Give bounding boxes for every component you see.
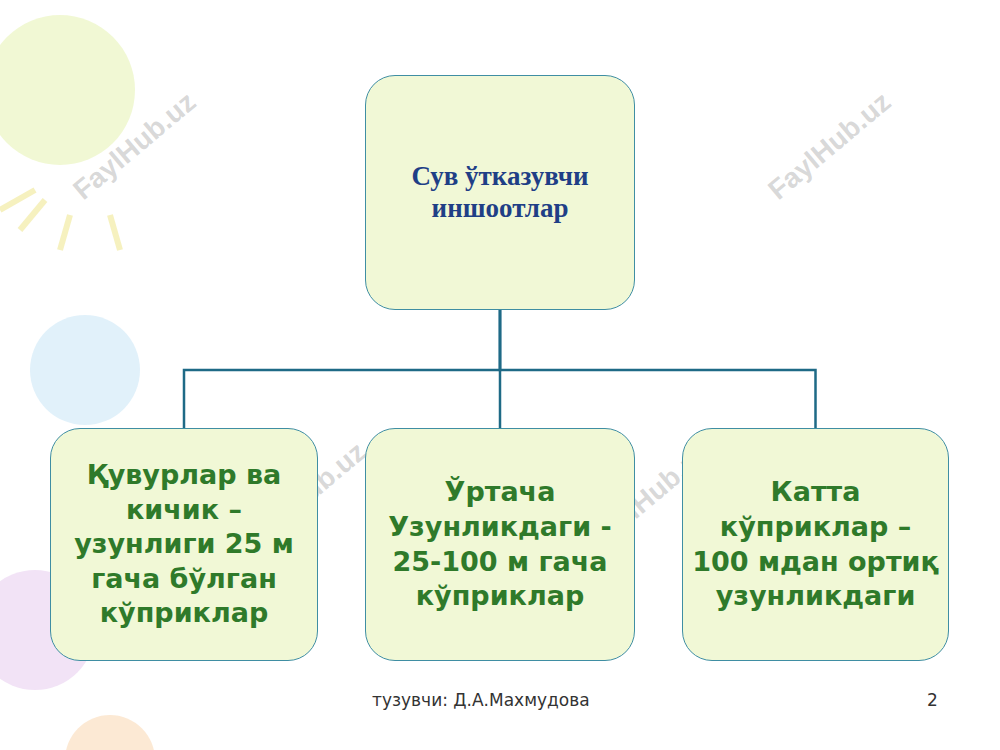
category-box: Ўртача Узунликдаги - 25-100 м гача кўпри…	[365, 428, 635, 661]
tree-connector	[500, 310, 816, 428]
box-text: Катта кўприклар – 100 мдан ортиқ узунлик…	[683, 475, 948, 613]
category-box: Катта кўприклар – 100 мдан ортиқ узунлик…	[682, 428, 949, 661]
box-text: Қувурлар ва кичик – узунлиги 25 м гача б…	[51, 458, 317, 631]
balloon	[0, 15, 135, 165]
balloon	[65, 715, 155, 750]
category-box: Қувурлар ва кичик – узунлиги 25 м гача б…	[50, 428, 318, 661]
tree-connector	[184, 310, 500, 428]
author-note: тузувчи: Д.А.Махмудова	[372, 690, 590, 710]
box-text: Сув ўтказувчи иншоотлар	[366, 161, 634, 223]
sun-rays	[0, 190, 120, 250]
root-box: Сув ўтказувчи иншоотлар	[365, 75, 635, 310]
balloon	[30, 315, 140, 425]
box-text: Ўртача Узунликдаги - 25-100 м гача кўпри…	[366, 475, 634, 613]
watermark: FaylHub.uz	[762, 86, 897, 207]
watermark: FaylHub.uz	[67, 86, 202, 207]
page-number: 2	[927, 690, 938, 710]
